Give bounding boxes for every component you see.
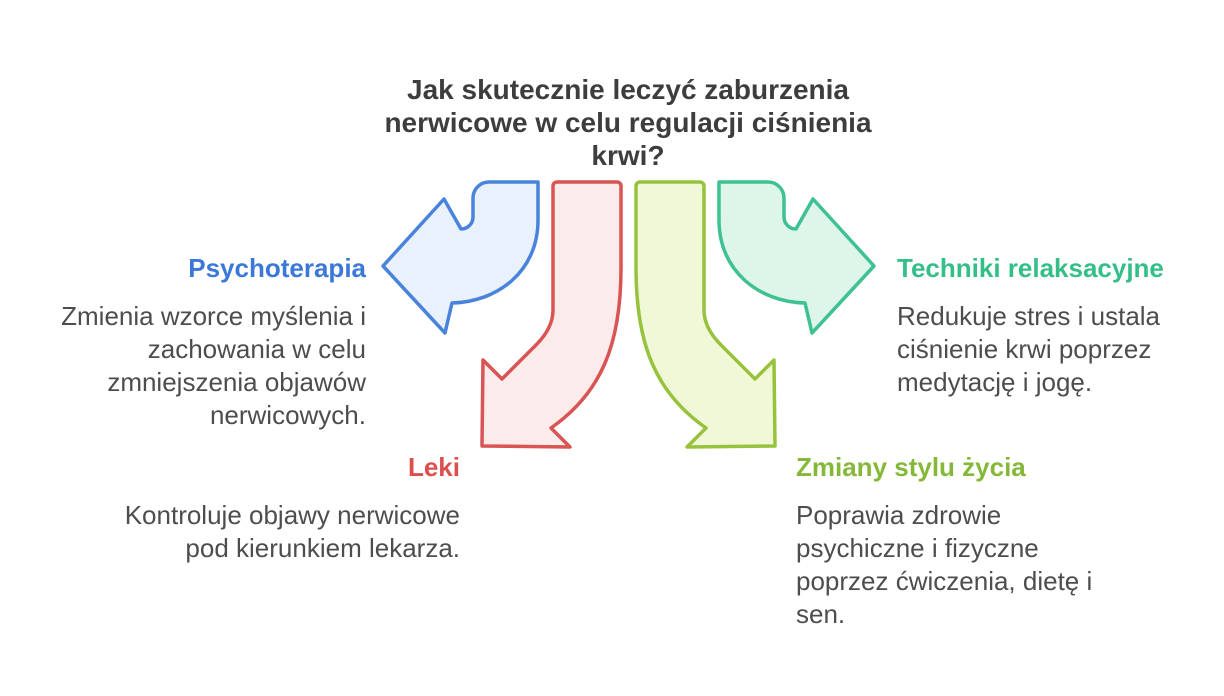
section-text-zmiany: Poprawia zdrowie psychiczne i fizyczne p… [796,499,1092,631]
curved-arrow-right-techniki-icon [717,180,876,335]
curved-arrow-left-psychoterapia-icon [381,180,540,335]
text-line: Zmienia wzorce myślenia i [61,301,366,331]
title-line: Jak skutecznie leczyć zaburzenia [407,74,849,105]
section-heading-techniki: Techniki relaksacyjne [897,253,1164,283]
section-heading-leki: Leki [407,452,460,482]
section-text-leki: Kontroluje objawy nerwicowe pod kierunki… [125,499,460,565]
section-text-psychoterapia: Zmienia wzorce myślenia i zachowania w c… [61,300,366,432]
diagram-title: Jak skutecznie leczyć zaburzenia nerwico… [128,73,1128,172]
text-line: pod kierunkiem lekarza. [185,533,460,563]
text-line: Kontroluje objawy nerwicowe [124,500,460,530]
text-line: psychiczne i fizyczne [796,533,1039,563]
section-heading-zmiany: Zmiany stylu życia [796,452,1026,482]
title-line: krwi? [591,140,665,171]
text-line: ciśnienie krwi poprzez [897,334,1152,364]
text-line: nerwicowych. [209,400,366,430]
text-line: zachowania w celu [147,334,366,364]
text-line: sen. [796,599,846,629]
text-line: Poprawia zdrowie [796,500,1002,530]
text-line: poprzez ćwiczenia, dietę i [796,566,1093,596]
section-text-techniki: Redukuje stres i ustala ciśnienie krwi p… [897,300,1160,399]
text-line: medytację i jogę. [897,367,1093,397]
title-line: nerwicowe w celu regulacji ciśnienia [384,107,872,138]
section-heading-psychoterapia: Psychoterapia [188,253,366,283]
text-line: zmniejszenia objawów [107,367,366,397]
text-line: Redukuje stres i ustala [897,301,1161,331]
